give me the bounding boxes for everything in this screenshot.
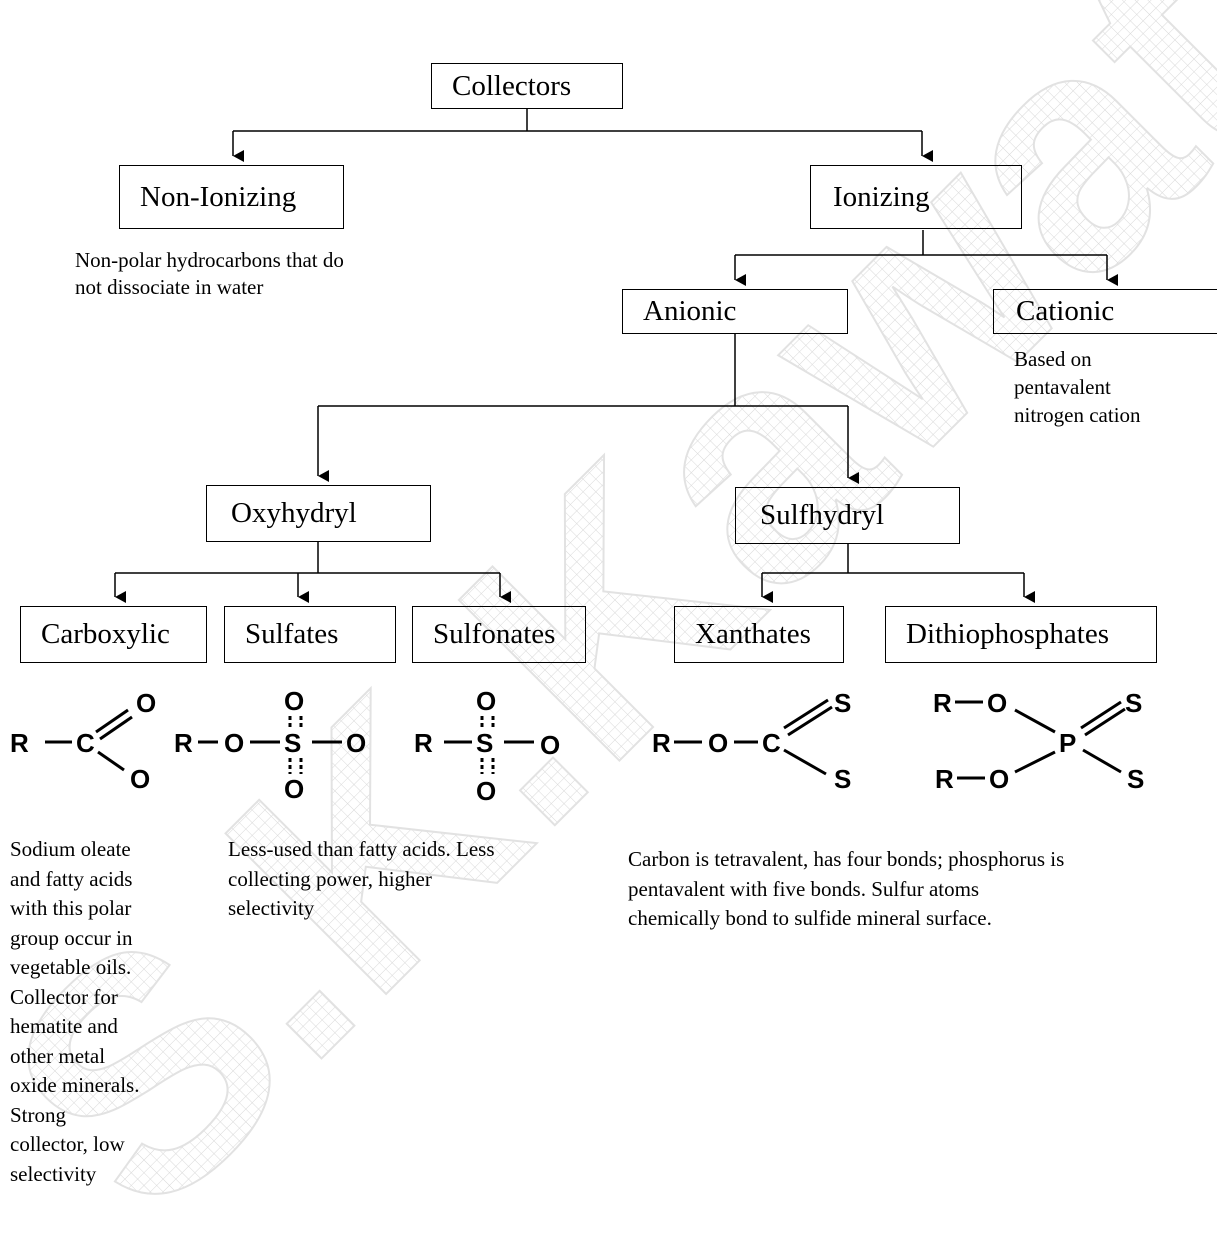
note-line: not dissociate in water	[75, 275, 264, 299]
sulfonate-structure: R O S O O	[414, 686, 560, 806]
cationic-note: Based on pentavalent nitrogen cation	[1014, 345, 1141, 429]
anionic-label: Anionic	[643, 295, 737, 327]
atom-o: O	[476, 776, 496, 806]
sulfhydryl-label: Sulfhydryl	[760, 499, 885, 531]
dithiophosphates-box: Dithiophosphates	[885, 606, 1157, 663]
atom-s: S	[476, 728, 493, 758]
sulfonates-box: Sulfonates	[412, 606, 586, 663]
note-line: Strong	[10, 1102, 67, 1127]
atom-o: O	[987, 688, 1007, 718]
note-line: group occur in	[10, 925, 133, 950]
atom-p: P	[1059, 728, 1076, 758]
atom-o: O	[284, 686, 304, 716]
non-ionizing-note: Non-polar hydrocarbons that do not disso…	[75, 247, 344, 301]
note-line: collecting power, higher	[228, 866, 432, 891]
non-ionizing-box: Non-Ionizing	[119, 165, 344, 229]
carboxylic-box: Carboxylic	[20, 606, 207, 663]
atom-s: S	[834, 764, 851, 794]
collectors-label: Collectors	[452, 69, 572, 102]
note-line: vegetable oils.	[10, 955, 132, 979]
note-line: collector, low	[10, 1132, 125, 1156]
note-line: pentavalent	[1014, 375, 1111, 399]
oxyhydryl-label: Oxyhydryl	[231, 497, 357, 529]
atom-s: S	[1127, 764, 1144, 794]
note-line: selectivity	[10, 1161, 97, 1186]
atom-c: C	[76, 728, 95, 758]
note-line: oxide minerals.	[10, 1073, 140, 1097]
note-line: selectivity	[228, 896, 315, 920]
note-line: chemically bond to sulfide mineral surfa…	[628, 906, 992, 930]
carboxylic-note: Sodium oleate and fatty acids with this …	[10, 835, 139, 1189]
note-line: nitrogen cation	[1014, 403, 1141, 427]
note-line: other metal	[10, 1043, 106, 1068]
atom-r: R	[414, 728, 433, 758]
note-line: Non-polar hydrocarbons that do	[75, 248, 344, 272]
carboxylic-structure: R C O O	[10, 688, 156, 794]
xanthates-label: Xanthates	[695, 618, 811, 650]
atom-s: S	[834, 688, 851, 718]
anionic-box: Anionic	[622, 289, 848, 334]
non-ionizing-label: Non-Ionizing	[140, 180, 297, 213]
atom-o: O	[540, 730, 560, 760]
note-line: Less-used than fatty acids. Less	[228, 837, 495, 861]
sulfonates-label: Sulfonates	[433, 618, 556, 650]
cationic-box: Cationic	[993, 289, 1217, 334]
atom-o: O	[476, 686, 496, 716]
sulfates-sulfonates-note: Less-used than fatty acids. Less collect…	[228, 835, 495, 924]
atom-o: O	[346, 728, 366, 758]
carboxylic-label: Carboxylic	[41, 618, 170, 650]
ionizing-box: Ionizing	[810, 165, 1022, 229]
cationic-label: Cationic	[1016, 295, 1115, 327]
note-line: Carbon is tetravalent, has four bonds; p…	[628, 847, 1065, 871]
atom-r: R	[174, 728, 193, 758]
oxyhydryl-box: Oxyhydryl	[206, 485, 431, 542]
atom-r: R	[935, 764, 954, 794]
atom-s: S	[284, 728, 301, 758]
xanthate-structure: R O C S S	[652, 688, 851, 794]
atom-o: O	[284, 774, 304, 804]
sulfhydryl-box: Sulfhydryl	[735, 487, 960, 544]
note-line: Based on	[1014, 347, 1092, 371]
sulfates-label: Sulfates	[245, 618, 339, 650]
atom-r: R	[933, 688, 952, 718]
atom-o: O	[989, 764, 1009, 794]
atom-o: O	[136, 688, 156, 718]
atom-o: O	[224, 728, 244, 758]
atom-s: S	[1125, 688, 1142, 718]
atom-r: R	[652, 728, 671, 758]
note-line: with this polar	[10, 896, 132, 920]
note-line: and fatty acids	[10, 866, 133, 891]
sulfhydryl-note: Carbon is tetravalent, has four bonds; p…	[628, 845, 1064, 934]
atom-c: C	[762, 728, 781, 758]
atom-r: R	[10, 728, 29, 758]
collectors-box: Collectors	[431, 63, 623, 109]
sulfate-structure: R O O S O O	[174, 686, 366, 804]
ionizing-label: Ionizing	[833, 180, 930, 213]
note-line: Collector for	[10, 984, 118, 1009]
sulfates-box: Sulfates	[224, 606, 396, 663]
note-line: hematite and	[10, 1014, 118, 1038]
note-line: Sodium oleate	[10, 837, 131, 861]
note-line: pentavalent with five bonds. Sulfur atom…	[628, 876, 980, 901]
xanthates-box: Xanthates	[674, 606, 844, 663]
dithiophosphate-structure: R O R O P S S	[933, 688, 1144, 794]
dithiophosphates-label: Dithiophosphates	[906, 618, 1109, 650]
atom-o: O	[708, 728, 728, 758]
atom-o: O	[130, 764, 150, 794]
